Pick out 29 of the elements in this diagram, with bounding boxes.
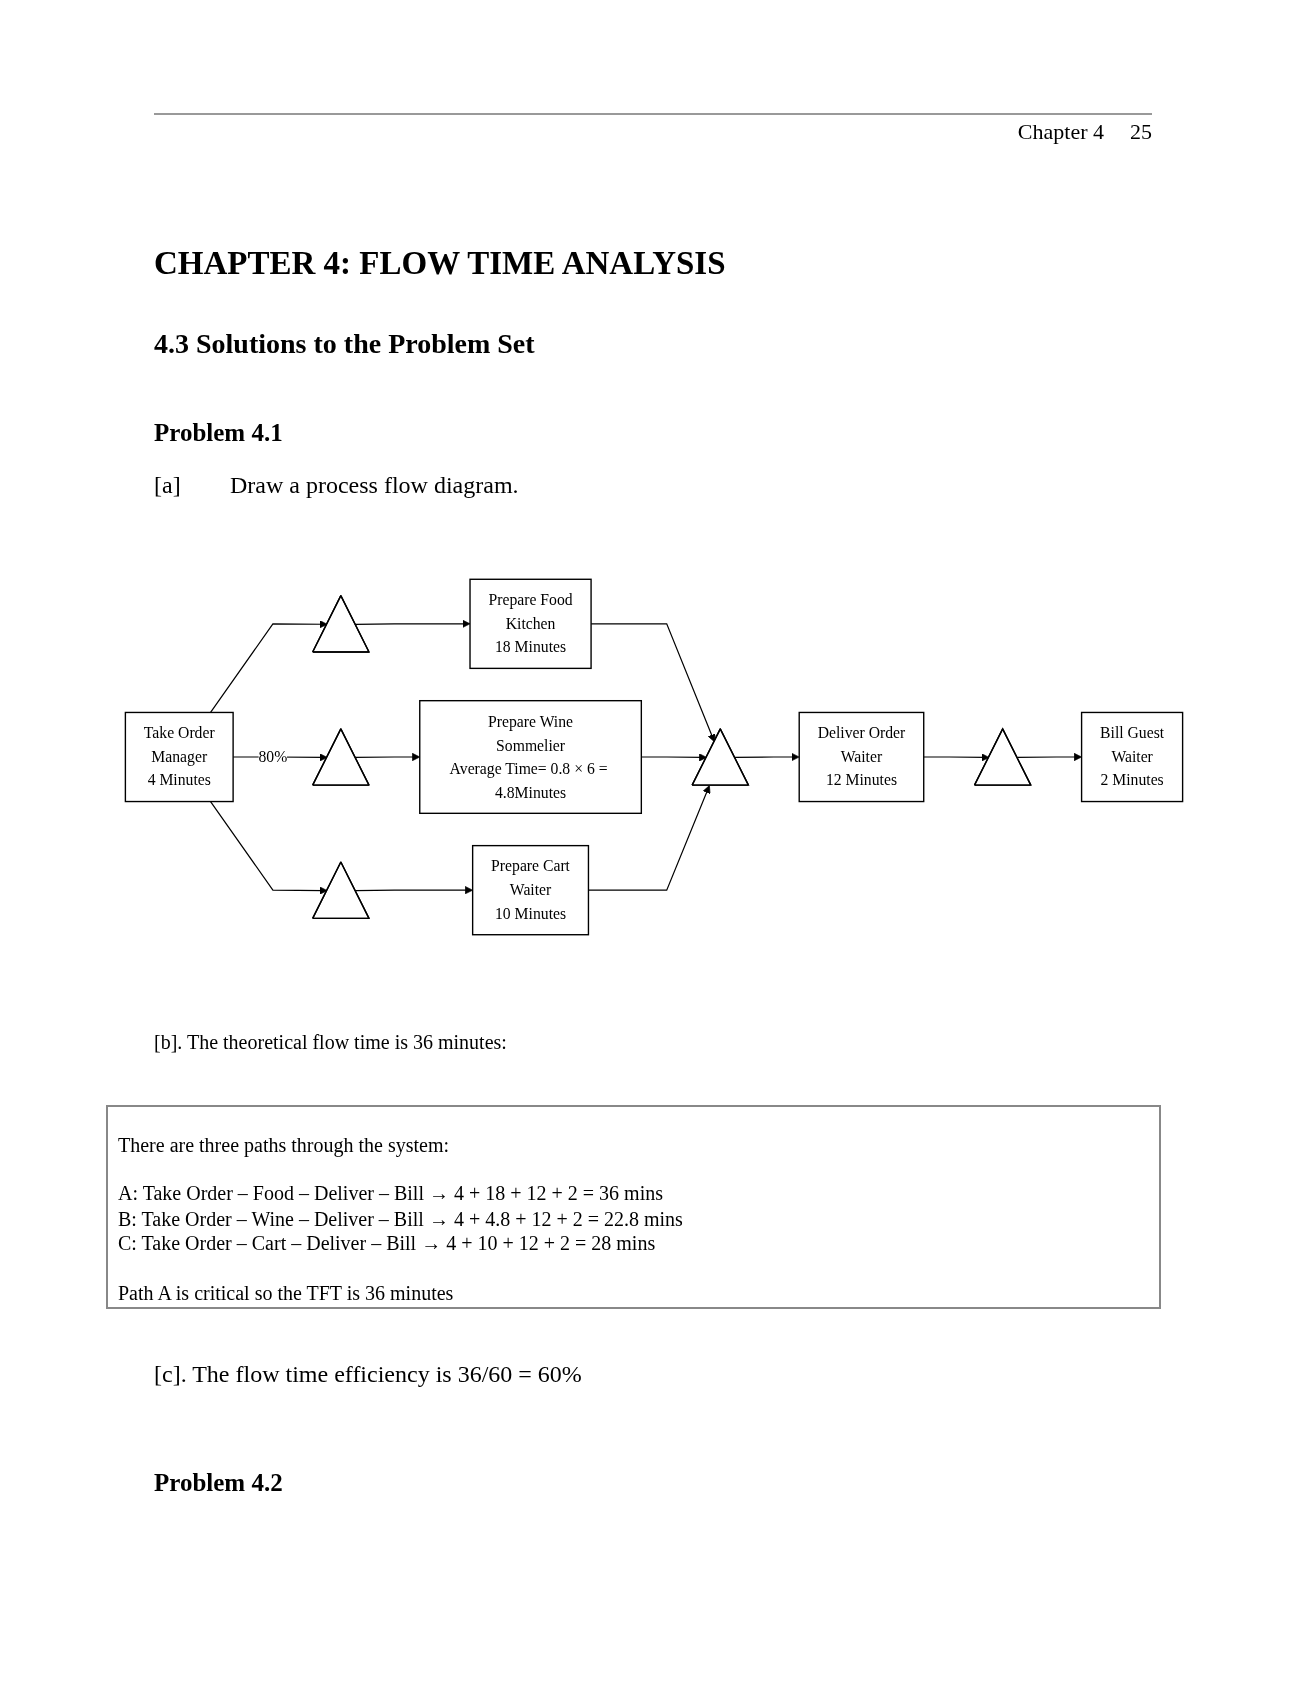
node-box: Bill Guest Waiter 2 Minutes [1080,711,1184,803]
arrow [923,753,990,762]
arrow [209,620,328,714]
problem-heading: Problem 4.1 [154,419,283,448]
path-line: B: Take Order – Wine – Deliver – Bill → 4 + 4.8 + 12 + 2 = 22.8 mins [118,1208,683,1231]
page-number: 25 [1130,119,1152,145]
edge-label: 80% [258,748,288,766]
node-box: Take Order Manager 4 Minutes [124,711,234,803]
arrow [209,800,328,895]
arrow [354,619,471,628]
page-header: Chapter 4 [1017,119,1104,145]
path-line: A: Take Order – Food – Deliver – Bill → 4 + 18 + 12 + 2 = 36 mins [118,1182,663,1205]
note-text: There are three paths through the system: [118,1134,449,1157]
node-box: Deliver Order Waiter 12 Minutes [798,711,925,803]
instruction-text: Draw a process flow diagram. [230,472,519,500]
answer-text: [b]. The theoretical flow time is 36 minutes: [154,1031,507,1054]
answer-text: [c]. The flow time efficiency is 36/60 = 60% [154,1361,582,1389]
section-heading: 4.3 Solutions to the Problem Set [154,328,535,361]
path-line: C: Take Order – Cart – Deliver – Bill → 4 + 10 + 12 + 2 = 28 mins [118,1232,656,1255]
node-box: Prepare Wine Sommelier Average Time= 0.8 × 6 = 4.8Minutes [419,700,643,814]
arrow [354,886,473,895]
arrow [734,752,800,762]
problem-heading: Problem 4.2 [154,1469,283,1498]
node-box: Prepare Food Kitchen 18 Minutes [469,578,592,670]
node-box: Prepare Cart Waiter 10 Minutes [471,844,590,936]
conclusion-text: Path A is critical so the TFT is 36 minutes [118,1282,454,1305]
chapter-title: CHAPTER 4: FLOW TIME ANALYSIS [154,245,726,283]
arrow [1016,752,1082,762]
item-marker: [a] [154,472,181,500]
